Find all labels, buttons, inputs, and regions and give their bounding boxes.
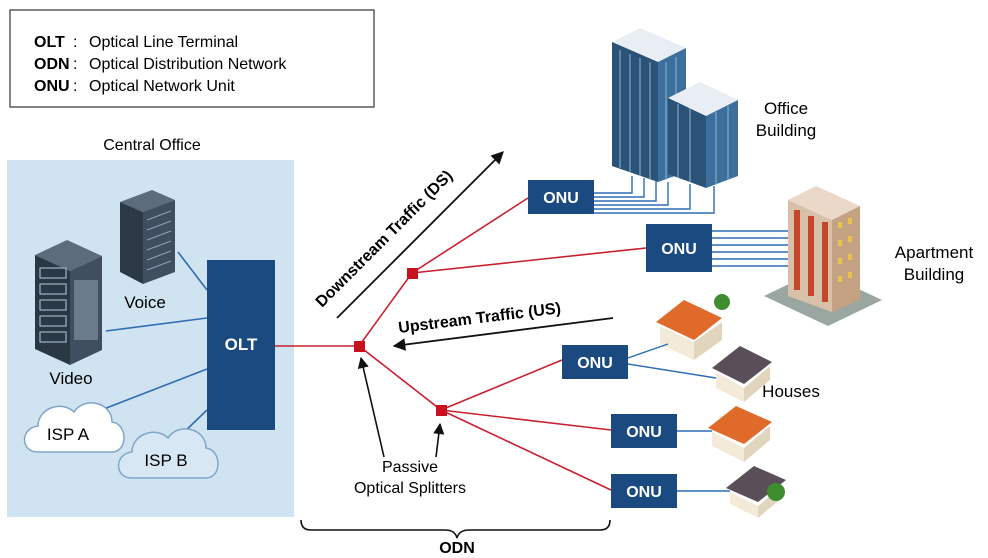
legend-colon: : <box>73 34 77 51</box>
houses-label: Houses <box>762 382 820 401</box>
fiber-to-splitter-lower <box>358 345 442 411</box>
splitter-pointer-arrow <box>357 356 385 458</box>
onu-box <box>611 414 677 448</box>
legend-desc-onu: Optical Network Unit <box>89 78 235 95</box>
legend-box <box>9 9 375 108</box>
splitters-label-line2: Optical Splitters <box>354 480 466 497</box>
downstream-label: Downstream Traffic (DS) <box>313 167 456 310</box>
fiber-to-splitter-upper <box>358 272 413 347</box>
legend: OLT : Optical Line Terminal ODN : Optica… <box>9 9 375 108</box>
splitter-main-icon <box>354 341 365 352</box>
onu-label: ONU <box>626 484 662 501</box>
odn-label: ODN <box>439 540 475 557</box>
fiber-to-onu-house2 <box>440 409 612 431</box>
fiber-to-onu-apartment <box>411 247 647 274</box>
onu-house-3: ONU <box>611 474 677 508</box>
olt-label: OLT <box>225 335 258 354</box>
legend-colon: : <box>73 56 77 73</box>
feeder-lines <box>95 251 208 439</box>
legend-abbr-olt: OLT <box>34 34 65 51</box>
onu-box <box>562 345 628 379</box>
fiber-to-onu-office <box>411 197 529 274</box>
fiber-to-onu-house1 <box>440 359 563 411</box>
isp-a-label: ISP A <box>47 425 90 444</box>
onu-office: ONU <box>528 180 594 214</box>
splitter-pointer-arrow <box>433 422 445 458</box>
olt-unit <box>207 260 275 430</box>
central-office: Central Office Voice <box>7 137 294 517</box>
video-server-icon <box>35 240 102 365</box>
onu-house-1: ONU <box>562 345 628 379</box>
apartment-label-line1: Apartment <box>895 243 974 262</box>
legend-abbr-odn: ODN <box>34 56 70 73</box>
office-label-line2: Building <box>756 121 817 140</box>
splitter-upper-icon <box>407 268 418 279</box>
legend-abbr-onu: ONU <box>34 78 70 95</box>
office-label-line1: Office <box>764 99 808 118</box>
onu-box <box>611 474 677 508</box>
onu-label: ONU <box>577 355 613 372</box>
voice-server-icon <box>120 190 175 284</box>
upstream-arrow <box>392 317 614 351</box>
onu-label: ONU <box>543 190 579 207</box>
onu-house-2: ONU <box>611 414 677 448</box>
onu-label: ONU <box>626 424 662 441</box>
apartment-label-line2: Building <box>904 265 965 284</box>
legend-colon: : <box>73 78 77 95</box>
house-icon <box>726 466 786 518</box>
house-icon <box>712 346 772 402</box>
upstream-label: Upstream Traffic (US) <box>397 300 561 337</box>
fiber-to-onu-house3 <box>440 409 612 491</box>
onu-box <box>646 224 712 272</box>
splitters-label-line1: Passive <box>382 459 438 476</box>
house-connections <box>627 343 730 492</box>
isp-b-cloud-icon <box>117 428 219 479</box>
voice-label: Voice <box>124 293 166 312</box>
office-building-icon <box>594 28 738 214</box>
isp-a-cloud-icon <box>23 402 125 453</box>
isp-b-label: ISP B <box>144 451 187 470</box>
fiber-lines <box>275 197 647 491</box>
legend-desc-odn: Optical Distribution Network <box>89 56 287 73</box>
house-icon <box>708 406 772 462</box>
onu-apartment: ONU <box>646 224 712 272</box>
onu-box <box>528 180 594 214</box>
onu-label: ONU <box>661 241 697 258</box>
house-icon <box>656 294 730 360</box>
downstream-arrow <box>336 151 504 319</box>
central-office-title: Central Office <box>103 137 201 154</box>
video-label: Video <box>49 369 92 388</box>
apartment-building-icon <box>712 186 882 326</box>
legend-desc-olt: Optical Line Terminal <box>89 34 238 51</box>
splitter-lower-icon <box>436 405 447 416</box>
odn-brace <box>300 519 611 539</box>
